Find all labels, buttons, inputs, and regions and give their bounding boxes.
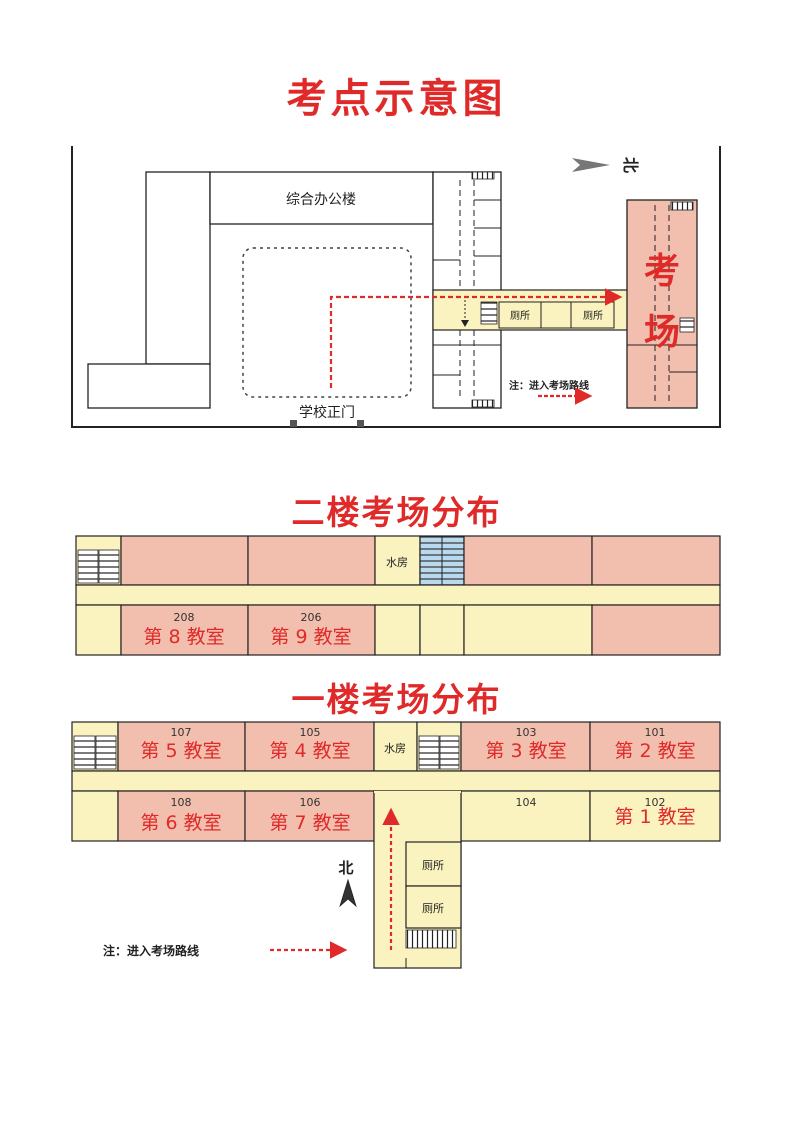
exam-room [247,604,376,656]
exam-building [626,199,698,409]
restroom-label: 厕所 [510,310,530,322]
north-arrow-icon [572,158,610,172]
room-number: 101 [645,726,666,739]
exam-building-char: 场 [644,312,680,353]
route-legend-label: 注：进入考场路线 [103,943,199,958]
room-label: 第 1 教室 [614,806,695,828]
room-number: 106 [300,796,321,809]
room-label: 第 4 教室 [269,740,350,762]
route-arrow [329,288,623,388]
north-arrow-icon [339,878,357,908]
room-number: 105 [300,726,321,739]
room-number: 206 [301,611,322,624]
room-number: 107 [171,726,192,739]
room-label: 第 2 教室 [614,740,695,762]
restroom-label: 厕所 [583,310,603,322]
office-building [87,171,434,409]
restroom-label: 厕所 [422,902,444,915]
floor2-plan [75,535,721,656]
exam-room [589,721,721,772]
room-label: 第 5 教室 [140,740,221,762]
room-number: 103 [516,726,537,739]
site-map: 综合办公楼 厕所 厕所 [71,146,721,428]
campus-wall [71,146,721,428]
exam-room [460,721,591,772]
gate-post [290,420,297,427]
floor2-title: 二楼考场分布 [291,493,502,532]
office-building-label: 综合办公楼 [286,192,356,208]
main-title: 考点示意图 [286,76,507,122]
room-label: 第 6 教室 [140,812,221,834]
north-label: 北 [338,859,353,877]
room-label: 第 3 教室 [485,740,566,762]
exam-room [244,721,375,772]
exam-room [117,721,246,772]
restroom-label: 厕所 [422,859,444,872]
water-room-label: 水房 [384,742,406,755]
room-number: 104 [516,796,537,809]
room-label: 第 7 教室 [269,812,350,834]
route-legend-label: 注：进入考场路线 [509,379,589,392]
exam-room [589,790,721,842]
room-label: 第 8 教室 [143,626,224,648]
floor1-plan [71,721,721,969]
exam-room [120,604,249,656]
school-gate-label: 学校正门 [299,404,355,421]
room-number: 208 [174,611,195,624]
room-label: 第 9 教室 [270,626,351,648]
playground [242,247,412,398]
room-number: 102 [645,796,666,809]
water-room [373,721,418,772]
water-room-label: 水房 [386,556,408,569]
exam-room [244,790,375,842]
exam-building-char: 考 [644,251,680,292]
exam-room [117,790,246,842]
room-number: 108 [171,796,192,809]
floor1-title: 一楼考场分布 [291,680,502,719]
north-label: 北 [621,157,640,173]
gate-post [357,420,364,427]
